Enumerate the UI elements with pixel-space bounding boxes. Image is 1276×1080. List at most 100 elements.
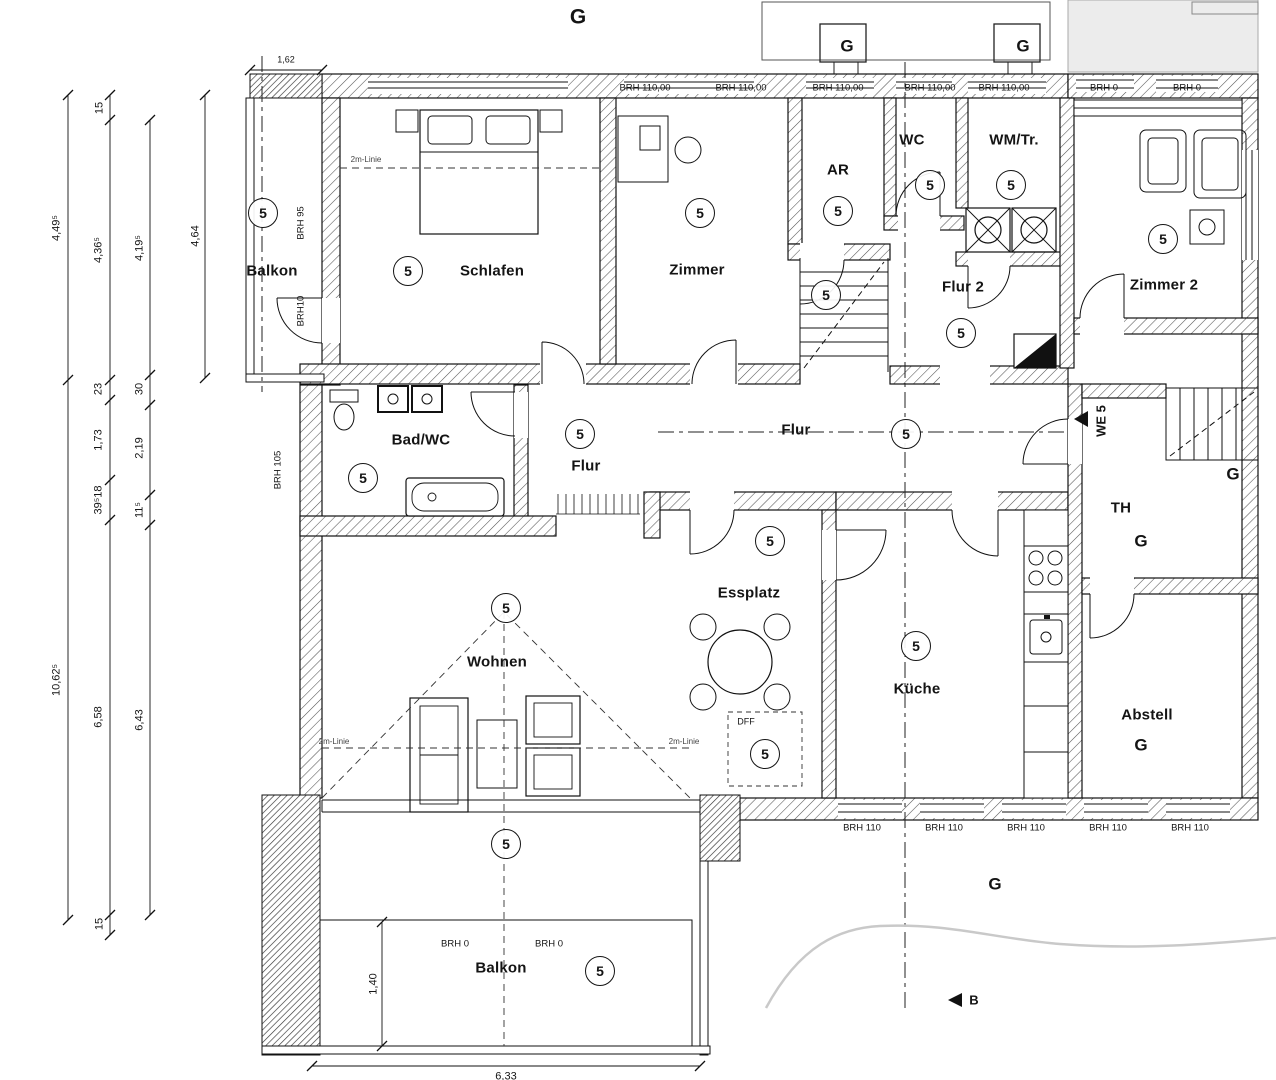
note-2m-linie: 2m-Linie — [318, 737, 350, 746]
stairs-th — [1165, 387, 1259, 461]
room-label-balkon-top: Balkon — [246, 262, 298, 280]
unit-circle: 5 — [811, 280, 841, 310]
unit-circle: 5 — [248, 198, 278, 228]
brh-label: BRH 110 — [1089, 822, 1127, 834]
unit-circle: 5 — [901, 631, 931, 661]
brh-label: BRH 0 — [441, 938, 469, 950]
room-label-flur-small: Flur — [571, 457, 601, 475]
dimension-label: 4,19⁵ — [133, 235, 146, 261]
room-label-bad-wc: Bad/WC — [391, 431, 451, 449]
g-marker-box2: G — [1016, 36, 1030, 56]
apartment-label-we5: WE 5 — [1093, 405, 1109, 437]
room-label-flur-main: Flur — [781, 421, 811, 439]
stairs-main — [799, 258, 889, 372]
entrance-marker — [1074, 411, 1088, 427]
dimension-label: 6,58 — [92, 706, 105, 728]
dimension-label: 1,73 — [92, 429, 105, 451]
brh-label: BRH 0 — [535, 938, 563, 950]
dimension-label: 4,36⁵ — [92, 237, 105, 263]
dimension-label: 1,40 — [367, 973, 380, 995]
room-label-zimmer: Zimmer — [669, 261, 725, 279]
unit-circle: 5 — [585, 956, 615, 986]
furniture-bedroom — [395, 109, 563, 235]
unit-circle: 5 — [348, 463, 378, 493]
room-label-abstell: Abstell — [1121, 706, 1173, 724]
dimension-label: 2,19 — [133, 437, 146, 459]
terrain — [764, 924, 1276, 1009]
dimension-lines — [62, 64, 706, 1072]
g-marker-box1: G — [840, 36, 854, 56]
brh-label: BRH 95 — [295, 206, 307, 240]
unit-circle: 5 — [915, 170, 945, 200]
bath-fixtures — [329, 385, 505, 517]
room-label-zimmer2: Zimmer 2 — [1129, 276, 1199, 294]
brh-label: BRH 110,00 — [715, 82, 767, 94]
neighbor-structures — [761, 0, 1259, 74]
unit-circle: 5 — [685, 198, 715, 228]
unit-circle: 5 — [946, 318, 976, 348]
g-marker-th: G — [1134, 531, 1148, 551]
wall-openings — [322, 215, 1134, 595]
unit-circle: 5 — [491, 829, 521, 859]
unit-circle: 5 — [393, 256, 423, 286]
dimension-label: 23 — [92, 382, 105, 396]
unit-circle: 5 — [1148, 224, 1178, 254]
brh-label: BRH 110 — [843, 822, 881, 834]
note-2m-linie: 2m-Linie — [668, 737, 700, 746]
dimension-label: 10,62⁵ — [50, 663, 63, 697]
brh-label: BRH 105 — [272, 450, 284, 490]
brh-label: BRH10 — [295, 295, 307, 327]
unit-circle: 5 — [750, 739, 780, 769]
g-marker-abstell: G — [1134, 735, 1148, 755]
brh-label: BRH 110 — [925, 822, 963, 834]
g-marker-right: G — [1226, 464, 1240, 484]
radiator-symbol — [556, 494, 640, 515]
unit-circle: 5 — [996, 170, 1026, 200]
brh-label: BRH 110,00 — [812, 82, 864, 94]
windows — [321, 76, 1258, 818]
room-label-th: TH — [1110, 499, 1132, 517]
dimension-label: 4,49⁵ — [50, 215, 63, 241]
unit-circle: 5 — [891, 419, 921, 449]
room-label-wm-tr: WM/Tr. — [989, 131, 1039, 149]
washing-machines — [965, 207, 1057, 253]
room-label-flur2: Flur 2 — [941, 278, 985, 296]
unit-circle: 5 — [755, 526, 785, 556]
kitchen-fixtures — [1023, 509, 1069, 799]
dashed-lines — [321, 167, 803, 1046]
dimension-label: 15 — [93, 917, 106, 931]
room-label-kueche: Küche — [893, 680, 941, 698]
dimension-label: 11⁵ — [133, 502, 146, 518]
furniture-zimmer — [617, 115, 702, 183]
dimension-label: 1,62 — [277, 54, 295, 65]
g-marker-bottom: G — [988, 874, 1002, 894]
dimension-label: 4,64 — [189, 225, 202, 247]
brh-label: BRH 110 — [1171, 822, 1209, 834]
furniture-dining — [689, 613, 791, 711]
unit-circle: 5 — [565, 419, 595, 449]
furniture-zimmer2 — [1139, 129, 1247, 245]
dimension-label: 30 — [133, 382, 146, 396]
g-marker-top: G — [569, 5, 587, 29]
room-label-essplatz: Essplatz — [717, 584, 781, 602]
brh-label: BRH 0 — [1173, 82, 1201, 94]
brh-label: BRH 0 — [1090, 82, 1118, 94]
brh-label: BRH 110,00 — [904, 82, 956, 94]
dimension-label: 6,33 — [495, 1070, 517, 1080]
brh-label: BRH 110,00 — [978, 82, 1030, 94]
room-label-balkon-bottom: Balkon — [475, 959, 527, 977]
dimension-label: 39⁵18 — [92, 485, 105, 515]
note-2m-linie: 2m-Linie — [350, 155, 382, 164]
unit-circle: 5 — [491, 593, 521, 623]
section-lines — [261, 56, 1088, 1012]
unit-circle: 5 — [823, 196, 853, 226]
section-arrow-b — [948, 993, 962, 1007]
room-label-ar: AR — [826, 161, 850, 179]
brh-label: BRH 110,00 — [619, 82, 671, 94]
balcony-top — [245, 73, 325, 383]
dimension-label: 6,43 — [133, 709, 146, 731]
room-label-wc: WC — [899, 131, 925, 149]
room-label-schlafen: Schlafen — [459, 262, 525, 280]
